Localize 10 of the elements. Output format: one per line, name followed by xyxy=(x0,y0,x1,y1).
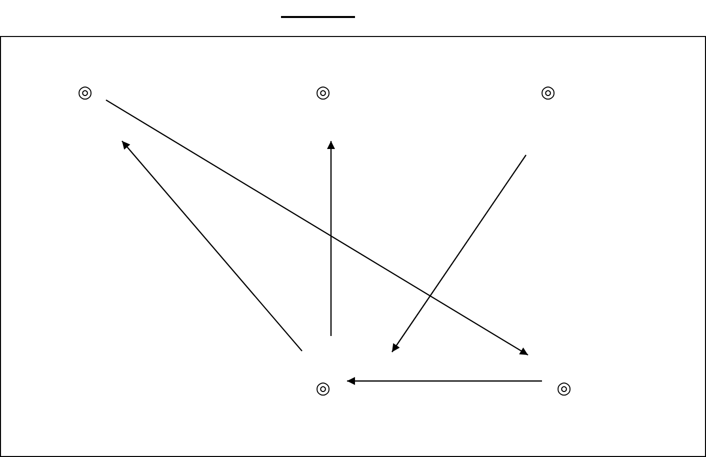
arrow xyxy=(106,99,528,356)
bullseye-marker: ◎ xyxy=(316,84,330,102)
bullseye-marker: ◎ xyxy=(540,84,556,102)
bullseye-marker: ◎ xyxy=(78,84,92,102)
bullseye-marker: ◎ xyxy=(316,380,330,398)
arrow xyxy=(122,140,302,352)
arrow xyxy=(392,154,526,352)
arrow xyxy=(347,377,542,385)
arrow xyxy=(327,141,335,336)
bullseye-marker: ◎ xyxy=(556,380,572,398)
